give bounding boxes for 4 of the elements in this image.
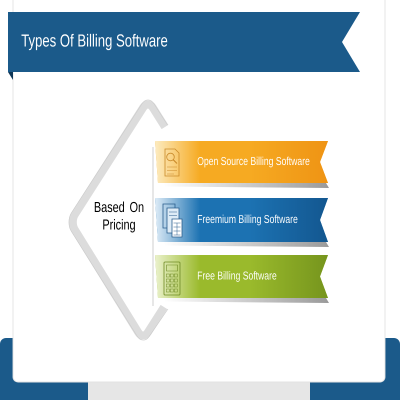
- header-banner: Types Of Billing Software: [8, 12, 360, 80]
- ribbon-banner: Open Source Billing Software: [155, 141, 328, 183]
- ribbon-banner: Freemium Billing Software: [155, 198, 328, 242]
- ribbon-banner: Free Billing Software: [155, 255, 328, 298]
